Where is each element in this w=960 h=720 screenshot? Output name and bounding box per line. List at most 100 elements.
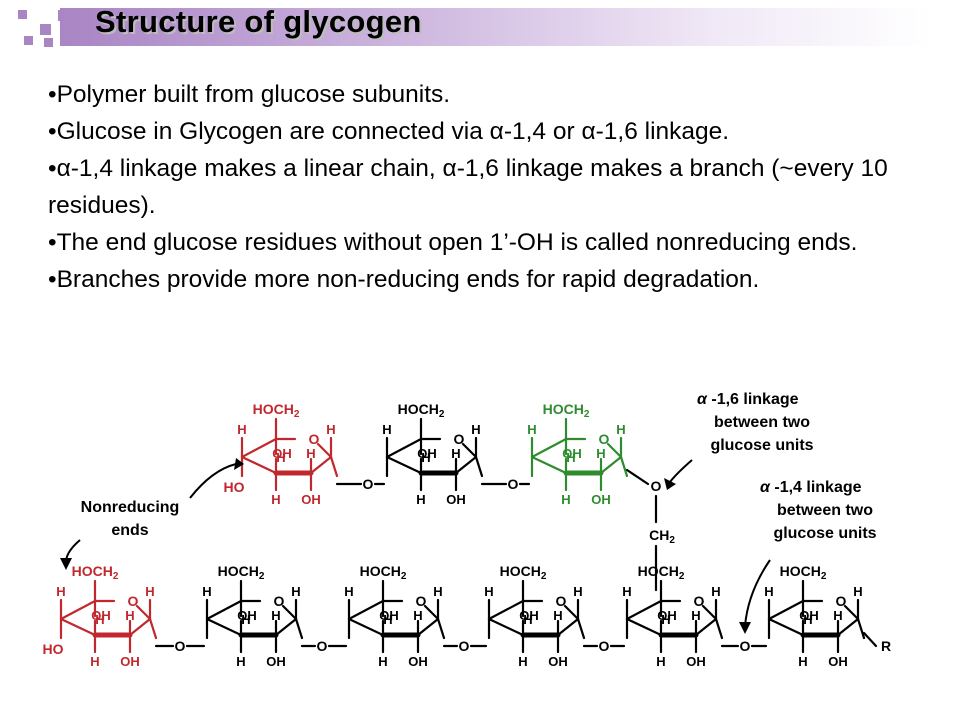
- ring-bond: [385, 437, 423, 459]
- glycosidic-oxygen-label: O: [599, 638, 610, 654]
- ring-bond: [606, 442, 623, 459]
- alpha-1-4-annotation-label: α -1,4 linkage: [760, 479, 862, 496]
- h-label: H: [622, 584, 631, 599]
- glycosidic-oxygen-label: O: [317, 638, 328, 654]
- bullet-text: Branches provide more non-reducing ends …: [56, 266, 760, 293]
- ring-oxygen-label: O: [128, 593, 139, 609]
- ring-bond: [556, 617, 580, 637]
- h-label: H: [344, 584, 353, 599]
- linkage-bond: [862, 631, 878, 648]
- bullet-text: α-1,4 linkage makes a linear chain, α-1,…: [48, 155, 888, 219]
- substituent-bond: [329, 455, 339, 478]
- h-label: H: [523, 612, 532, 627]
- glucose-residues: OHOCH2HHHOOHHHOHHOHOCH2HHOHHHOHHOHOCH2HH…: [43, 401, 866, 669]
- ring-bond: [347, 617, 385, 637]
- ring-bond: [599, 455, 623, 475]
- h-label: H: [471, 422, 480, 437]
- bullet-item: Branches provide more non-reducing ends …: [48, 261, 908, 298]
- alpha-1-6-annotation-label: glucose units: [710, 437, 813, 454]
- glycosidic-oxygen-label: O: [459, 638, 470, 654]
- h-label: H: [561, 492, 570, 507]
- substituent-bond: [619, 455, 629, 478]
- alpha-1-6-arrow: [669, 459, 693, 483]
- bullet-item: Glucose in Glycogen are connected via α-…: [48, 113, 908, 150]
- nonreducing-ends-label: Nonreducing: [81, 499, 180, 516]
- alpha-1-6-annotation-label: between two: [714, 414, 810, 431]
- ring-oxygen-label: O: [599, 431, 610, 447]
- decor-square: [40, 24, 51, 35]
- hoch2-label: HOCH2: [780, 563, 827, 582]
- oh-label: OH: [657, 608, 677, 623]
- h-label: H: [271, 492, 280, 507]
- h-label: H: [56, 584, 65, 599]
- h-label: H: [125, 608, 134, 623]
- hoch2-label: HOCH2: [500, 563, 547, 582]
- h-label: H: [764, 584, 773, 599]
- ring-bond: [59, 599, 97, 621]
- ring-bond: [530, 437, 568, 459]
- ring-bond: [59, 617, 97, 637]
- ring-bond: [205, 617, 243, 637]
- ring-bond: [836, 617, 860, 637]
- oh-label: OH: [828, 654, 848, 669]
- bullet-item: Polymer built from glucose subunits.: [48, 76, 908, 113]
- substituent-bond: [576, 617, 586, 640]
- oh-label: OH: [799, 608, 819, 623]
- oh-label: OH: [548, 654, 568, 669]
- decor-square: [18, 10, 27, 19]
- hoch2-label: HOCH2: [72, 563, 119, 582]
- h-label: H: [382, 422, 391, 437]
- h-label: H: [833, 608, 842, 623]
- h-label: H: [291, 584, 300, 599]
- oh-label: OH: [120, 654, 140, 669]
- ring-oxygen-label: O: [836, 593, 847, 609]
- ring-bond: [461, 442, 478, 459]
- branch-oxygen-label: O: [651, 478, 662, 494]
- bullet-text: Glucose in Glycogen are connected via α-…: [56, 118, 730, 145]
- h-label: H: [90, 654, 99, 669]
- oh-label: OH: [562, 446, 582, 461]
- glycosidic-oxygen-label: O: [740, 638, 751, 654]
- ring-bond: [347, 599, 385, 621]
- ring-oxygen-label: O: [694, 593, 705, 609]
- nonreducing-arrow-bottom-head: [60, 558, 72, 570]
- ring-oxygen-label: O: [416, 593, 427, 609]
- ring-bond: [128, 617, 152, 637]
- h-label: H: [553, 608, 562, 623]
- h-label: H: [433, 584, 442, 599]
- linkage-bond: [625, 468, 650, 486]
- ring-bond: [240, 437, 278, 459]
- bullet-item: α-1,4 linkage makes a linear chain, α-1,…: [48, 150, 908, 224]
- glycosidic-oxygen-label: O: [508, 476, 519, 492]
- h-label: H: [276, 450, 285, 465]
- h-label: H: [566, 450, 575, 465]
- h-label: H: [691, 608, 700, 623]
- alpha-1-6-arrow-head: [664, 478, 676, 490]
- oh-label: OH: [417, 446, 437, 461]
- oh-label: OH: [266, 654, 286, 669]
- hoch2-label: HOCH2: [638, 563, 685, 582]
- oh-label: OH: [519, 608, 539, 623]
- h-label: H: [271, 608, 280, 623]
- h-label: H: [451, 446, 460, 461]
- nonreducing-arrow-top: [189, 463, 237, 499]
- hoch2-label: HOCH2: [360, 563, 407, 582]
- bullet-text: The end glucose residues without open 1’…: [56, 229, 858, 256]
- ring-bond: [767, 617, 805, 637]
- oh-label: OH: [379, 608, 399, 623]
- bullet-item: The end glucose residues without open 1’…: [48, 224, 908, 261]
- oh-label: OH: [237, 608, 257, 623]
- r-group-label: R: [881, 638, 891, 654]
- h-label: H: [661, 612, 670, 627]
- glycosidic-oxygen-label: O: [363, 476, 374, 492]
- substituent-bond: [148, 617, 158, 640]
- oh-label: OH: [591, 492, 611, 507]
- h-label: H: [573, 584, 582, 599]
- ring-bond: [701, 604, 718, 621]
